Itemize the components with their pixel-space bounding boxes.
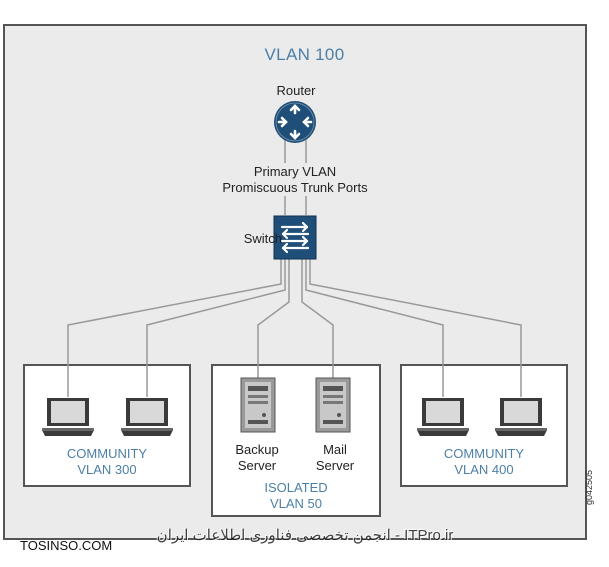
mail-server-line2: Server (315, 458, 355, 473)
backup-server-line2: Server (237, 458, 277, 473)
trunk-links (284, 140, 307, 215)
community-vlan-300-label: COMMUNITY VLAN 300 (23, 446, 191, 478)
figure-id: g042505 (584, 469, 594, 505)
vlan-title: VLAN 100 (264, 45, 345, 64)
isolated-vlan-50-box (211, 364, 381, 517)
group-label-line2: VLAN 300 (77, 462, 137, 477)
trunk-label-line2: Promiscuous Trunk Ports (222, 180, 368, 195)
laptop-icon (495, 398, 547, 436)
switch-icon (273, 215, 317, 260)
watermark-left: TOSINSO.COM (20, 538, 113, 553)
isolated-vlan-50-label: ISOLATED VLAN 50 (211, 480, 381, 512)
group-label-line1: ISOLATED (264, 480, 328, 495)
group-label-line1: COMMUNITY (443, 446, 525, 461)
community-vlan-400-label: COMMUNITY VLAN 400 (400, 446, 568, 478)
laptop-icon (417, 398, 469, 436)
mail-server-line1: Mail (323, 442, 347, 457)
server-icon (240, 377, 276, 433)
backup-server-line1: Backup (235, 442, 279, 457)
group-label-line1: COMMUNITY (66, 446, 148, 461)
laptop-icon (42, 398, 94, 436)
trunk-label-line1: Primary VLAN (253, 164, 337, 179)
trunk-ports-label: Primary VLAN Promiscuous Trunk Ports (200, 164, 390, 196)
laptop-icon (121, 398, 173, 436)
access-links (67, 259, 522, 397)
router-label: Router (276, 83, 316, 98)
backup-server-label: Backup Server (222, 442, 292, 474)
group-label-line2: VLAN 50 (269, 496, 323, 511)
router-icon (274, 101, 316, 143)
mail-server-label: Mail Server (300, 442, 370, 474)
server-icon (315, 377, 351, 433)
watermark-right: انجمن تخصصی فناوری اطلاعات ایران - ITPro… (156, 527, 454, 544)
group-label-line2: VLAN 400 (454, 462, 514, 477)
switch-label: Switch (243, 231, 282, 246)
